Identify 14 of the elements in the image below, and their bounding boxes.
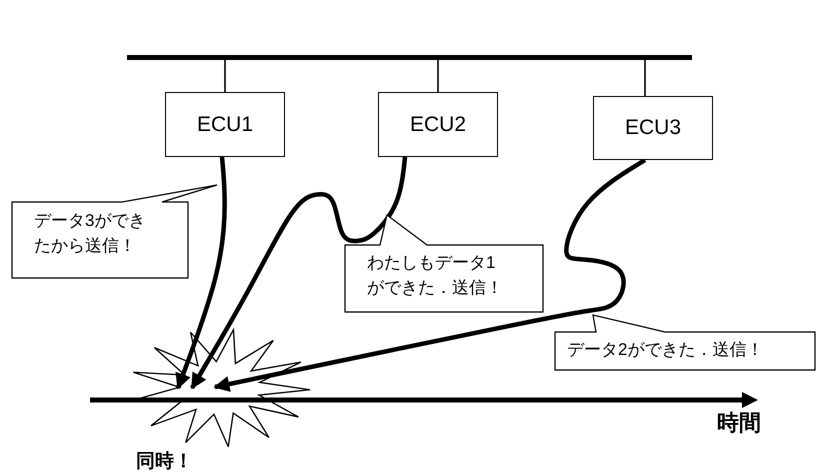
callout-text: データ2ができた．送信！ [567, 339, 764, 361]
ecu-box: ECU2 [378, 92, 498, 157]
arrow [190, 156, 408, 390]
connector-line [644, 60, 646, 96]
callout-text: データ3ができたから送信！ [34, 210, 146, 257]
collision-caption: 同時！ [136, 450, 193, 474]
axis-label: 時間 [717, 409, 761, 437]
ecu-box: ECU1 [165, 92, 285, 157]
ecu-box: ECU3 [593, 96, 713, 160]
arrow [213, 158, 646, 392]
arrow [176, 156, 227, 390]
connector-line [224, 60, 226, 92]
connector-line [437, 60, 439, 92]
callout-text: わたしもデータ1ができた．送信！ [367, 252, 504, 299]
